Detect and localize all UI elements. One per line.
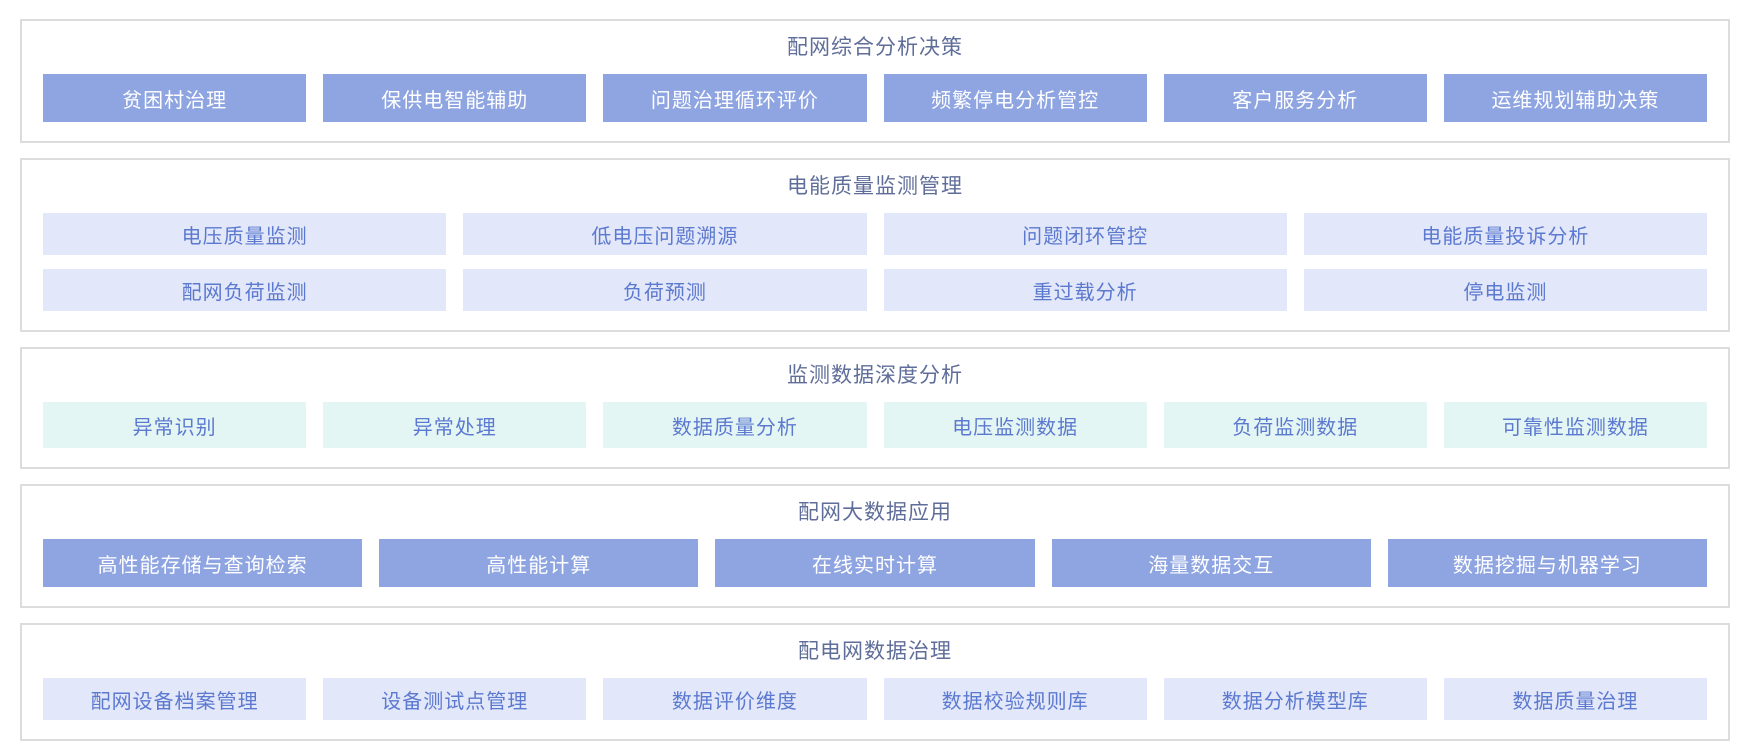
tile-row: 配网设备档案管理设备测试点管理数据评价维度数据校验规则库数据分析模型库数据质量治…: [43, 678, 1708, 720]
module-tile[interactable]: 异常识别: [43, 402, 307, 448]
module-tile[interactable]: 低电压问题溯源: [463, 213, 867, 255]
section-comprehensive-analysis-decision: 配网综合分析决策 贫困村治理保供电智能辅助问题治理循环评价频繁停电分析管控客户服…: [20, 19, 1730, 143]
module-tile[interactable]: 负荷预测: [463, 269, 867, 311]
module-tile[interactable]: 海量数据交互: [1051, 539, 1371, 587]
section-big-data-application: 配网大数据应用 高性能存储与查询检索高性能计算在线实时计算海量数据交互数据挖掘与…: [20, 484, 1730, 608]
module-tile[interactable]: 数据质量分析: [603, 402, 867, 448]
module-tile[interactable]: 异常处理: [323, 402, 587, 448]
module-tile[interactable]: 数据挖掘与机器学习: [1387, 539, 1708, 587]
tile-row: 配网负荷监测负荷预测重过载分析停电监测: [43, 269, 1707, 311]
section-title: 配电网数据治理: [798, 640, 952, 663]
tile-row: 贫困村治理保供电智能辅助问题治理循环评价频繁停电分析管控客户服务分析运维规划辅助…: [43, 74, 1708, 122]
section-rows: 配网设备档案管理设备测试点管理数据评价维度数据校验规则库数据分析模型库数据质量治…: [43, 678, 1708, 720]
module-tile[interactable]: 数据质量治理: [1443, 678, 1708, 720]
section-title: 电能质量监测管理: [787, 175, 963, 198]
tile-row: 电压质量监测低电压问题溯源问题闭环管控电能质量投诉分析: [43, 213, 1707, 255]
section-data-governance: 配电网数据治理 配网设备档案管理设备测试点管理数据评价维度数据校验规则库数据分析…: [20, 623, 1730, 741]
module-tile[interactable]: 数据分析模型库: [1163, 678, 1427, 720]
section-rows: 异常识别异常处理数据质量分析电压监测数据负荷监测数据可靠性监测数据: [43, 402, 1708, 448]
section-title: 配网综合分析决策: [787, 36, 963, 59]
module-tile[interactable]: 电压监测数据: [883, 402, 1147, 448]
section-power-quality-monitoring: 电能质量监测管理 电压质量监测低电压问题溯源问题闭环管控电能质量投诉分析配网负荷…: [20, 158, 1730, 332]
module-tile[interactable]: 设备测试点管理: [323, 678, 587, 720]
module-tile[interactable]: 电压质量监测: [43, 213, 447, 255]
module-tile[interactable]: 贫困村治理: [43, 74, 307, 122]
module-tile[interactable]: 问题闭环管控: [883, 213, 1287, 255]
section-rows: 贫困村治理保供电智能辅助问题治理循环评价频繁停电分析管控客户服务分析运维规划辅助…: [43, 74, 1708, 122]
section-rows: 高性能存储与查询检索高性能计算在线实时计算海量数据交互数据挖掘与机器学习: [43, 539, 1708, 587]
tile-row: 异常识别异常处理数据质量分析电压监测数据负荷监测数据可靠性监测数据: [43, 402, 1708, 448]
module-tile[interactable]: 保供电智能辅助: [323, 74, 587, 122]
module-tile[interactable]: 重过载分析: [883, 269, 1287, 311]
section-title: 配网大数据应用: [798, 501, 952, 524]
module-tile[interactable]: 高性能计算: [379, 539, 699, 587]
module-tile[interactable]: 问题治理循环评价: [603, 74, 867, 122]
architecture-sections: 配网综合分析决策 贫困村治理保供电智能辅助问题治理循环评价频繁停电分析管控客户服…: [20, 19, 1730, 741]
module-tile[interactable]: 配网负荷监测: [43, 269, 447, 311]
module-tile[interactable]: 电能质量投诉分析: [1303, 213, 1707, 255]
module-tile[interactable]: 客户服务分析: [1163, 74, 1427, 122]
module-tile[interactable]: 停电监测: [1303, 269, 1707, 311]
module-tile[interactable]: 运维规划辅助决策: [1443, 74, 1708, 122]
tile-row: 高性能存储与查询检索高性能计算在线实时计算海量数据交互数据挖掘与机器学习: [43, 539, 1708, 587]
module-tile[interactable]: 可靠性监测数据: [1443, 402, 1708, 448]
module-tile[interactable]: 频繁停电分析管控: [883, 74, 1147, 122]
module-tile[interactable]: 数据校验规则库: [883, 678, 1147, 720]
module-tile[interactable]: 数据评价维度: [603, 678, 867, 720]
section-rows: 电压质量监测低电压问题溯源问题闭环管控电能质量投诉分析配网负荷监测负荷预测重过载…: [43, 213, 1707, 311]
section-monitoring-data-deep-analysis: 监测数据深度分析 异常识别异常处理数据质量分析电压监测数据负荷监测数据可靠性监测…: [20, 347, 1730, 469]
module-tile[interactable]: 配网设备档案管理: [43, 678, 307, 720]
section-title: 监测数据深度分析: [787, 364, 963, 387]
module-tile[interactable]: 在线实时计算: [715, 539, 1035, 587]
module-tile[interactable]: 负荷监测数据: [1163, 402, 1427, 448]
module-tile[interactable]: 高性能存储与查询检索: [43, 539, 363, 587]
